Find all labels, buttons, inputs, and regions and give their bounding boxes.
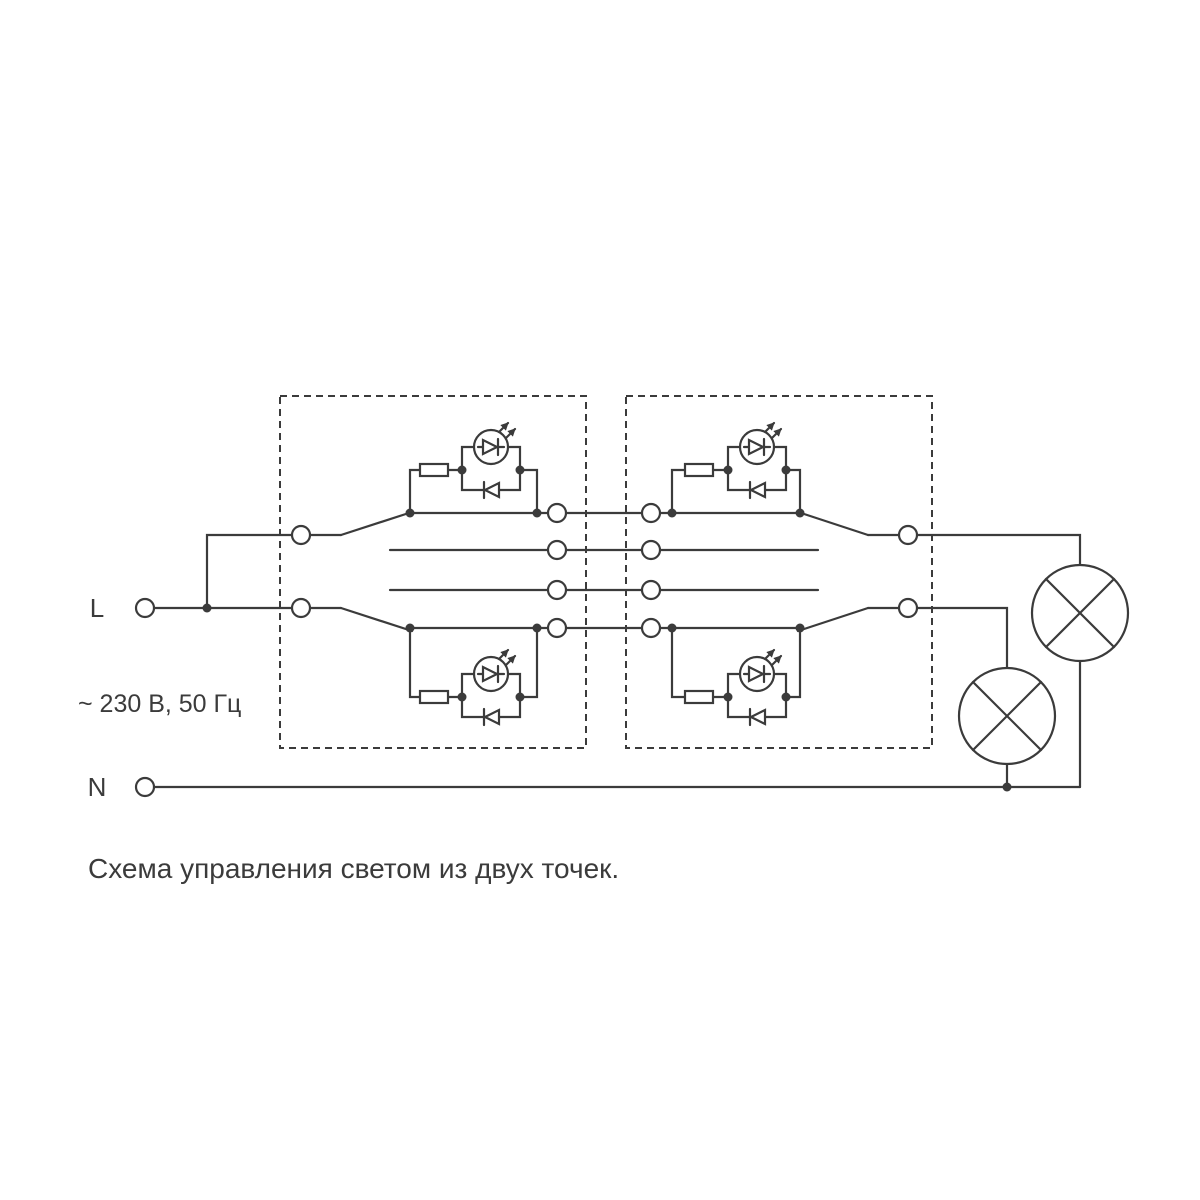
led-indicator-circuit [408, 423, 542, 518]
switch-unit-2-gang-bottom [658, 588, 901, 726]
switch-unit-2 [625, 395, 933, 749]
terminal-icon [897, 597, 919, 619]
supply-feed-wiring [134, 533, 294, 619]
terminal-icon [546, 579, 568, 601]
switch-unit-2-boundary [625, 395, 933, 749]
led-indicator-circuit [667, 623, 802, 726]
neutral-wiring [134, 776, 1082, 798]
terminal-icon [546, 539, 568, 561]
traveler-interconnect-wires [564, 511, 644, 630]
terminal-icon [640, 579, 662, 601]
terminal-icon [134, 776, 156, 798]
switch-unit-1-gang-top [308, 423, 550, 552]
resistor-icon [683, 689, 715, 705]
neutral-terminal-label: N [88, 772, 107, 802]
load-wiring [915, 533, 1130, 792]
led-indicator-icon [458, 423, 525, 498]
junction-dot [532, 508, 542, 518]
line-terminal-label: L [90, 593, 104, 623]
lamp-icon [1030, 563, 1130, 663]
voltage-rating-label: ~ 230 В, 50 Гц [78, 690, 241, 718]
junction-dot [532, 623, 542, 633]
switch-unit-2-gang-top [658, 423, 901, 552]
terminal-icon [640, 617, 662, 639]
terminal-icon [290, 597, 312, 619]
terminal-icon [134, 597, 156, 619]
terminal-icon [640, 502, 662, 524]
resistor-icon [683, 462, 715, 478]
junction-dot [202, 603, 212, 613]
led-indicator-circuit [667, 423, 802, 518]
terminal-icon [290, 524, 312, 546]
switch-unit-1-boundary [279, 395, 587, 749]
terminal-icon [546, 617, 568, 639]
resistor-icon [418, 462, 450, 478]
terminal-icon [640, 539, 662, 561]
led-indicator-circuit [408, 623, 542, 726]
junction-dot [667, 623, 677, 633]
resistor-icon [418, 689, 450, 705]
terminal-icon [546, 502, 568, 524]
junction-dot [667, 508, 677, 518]
lamp-icon [957, 666, 1057, 766]
led-indicator-icon [458, 650, 525, 725]
switch-unit-1 [279, 395, 587, 749]
switch-lever [339, 606, 414, 633]
switch-unit-1-gang-bottom [308, 588, 550, 726]
diagram-caption: Схема управления светом из двух точек. [88, 853, 619, 884]
switch-lever [796, 510, 870, 537]
switch-lever [339, 510, 414, 537]
switch-lever [796, 606, 870, 633]
terminal-icon [897, 524, 919, 546]
led-indicator-icon [724, 423, 791, 498]
led-indicator-icon [724, 650, 791, 725]
